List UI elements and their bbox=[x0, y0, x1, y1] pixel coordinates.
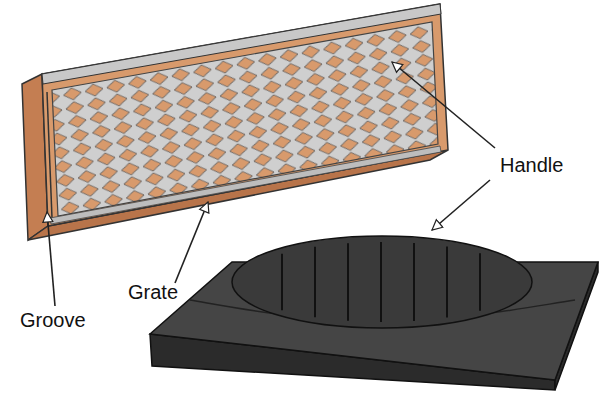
part-label: Groove bbox=[20, 309, 86, 331]
grater-block bbox=[22, 4, 448, 240]
part-label: Handle bbox=[500, 154, 563, 176]
leader-lines bbox=[47, 62, 495, 306]
handle-plate bbox=[150, 236, 598, 390]
part-label: Grate bbox=[128, 281, 178, 303]
